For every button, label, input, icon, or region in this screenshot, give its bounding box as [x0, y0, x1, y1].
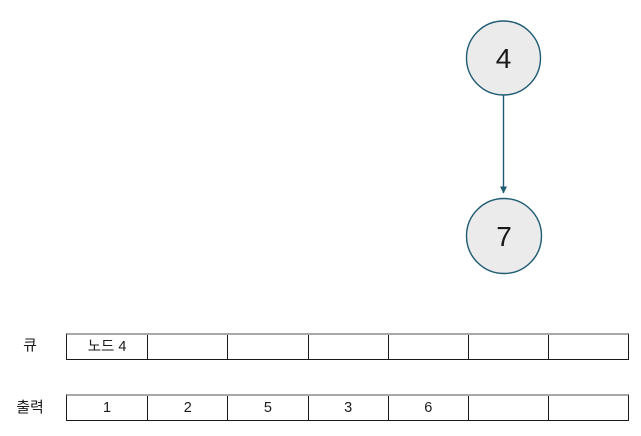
output-cell	[548, 396, 628, 420]
queue-cell	[467, 335, 548, 359]
output-row-label: 출력	[16, 399, 44, 416]
output-row: 1 2 5 3 6	[66, 394, 630, 421]
queue-row: 노드 4	[66, 333, 630, 360]
queue-cell	[227, 335, 307, 359]
output-cell	[467, 396, 548, 420]
node-7-circle	[465, 197, 543, 275]
queue-cell	[307, 335, 388, 359]
output-cell: 5	[227, 396, 307, 420]
node-4-label: 4	[496, 43, 512, 74]
queue-cell	[548, 335, 628, 359]
queue-cell	[387, 335, 468, 359]
output-cell: 2	[147, 396, 227, 420]
graph-area: 4 7	[465, 20, 543, 275]
queue-row-label: 큐	[23, 337, 37, 354]
output-cell: 3	[307, 396, 388, 420]
queue-cell	[147, 335, 227, 359]
node-4-circle	[465, 20, 542, 96]
node-7-label: 7	[496, 221, 512, 252]
queue-cell: 노드 4	[87, 339, 127, 355]
output-cell: 1	[103, 400, 112, 416]
output-cell: 6	[387, 396, 468, 420]
